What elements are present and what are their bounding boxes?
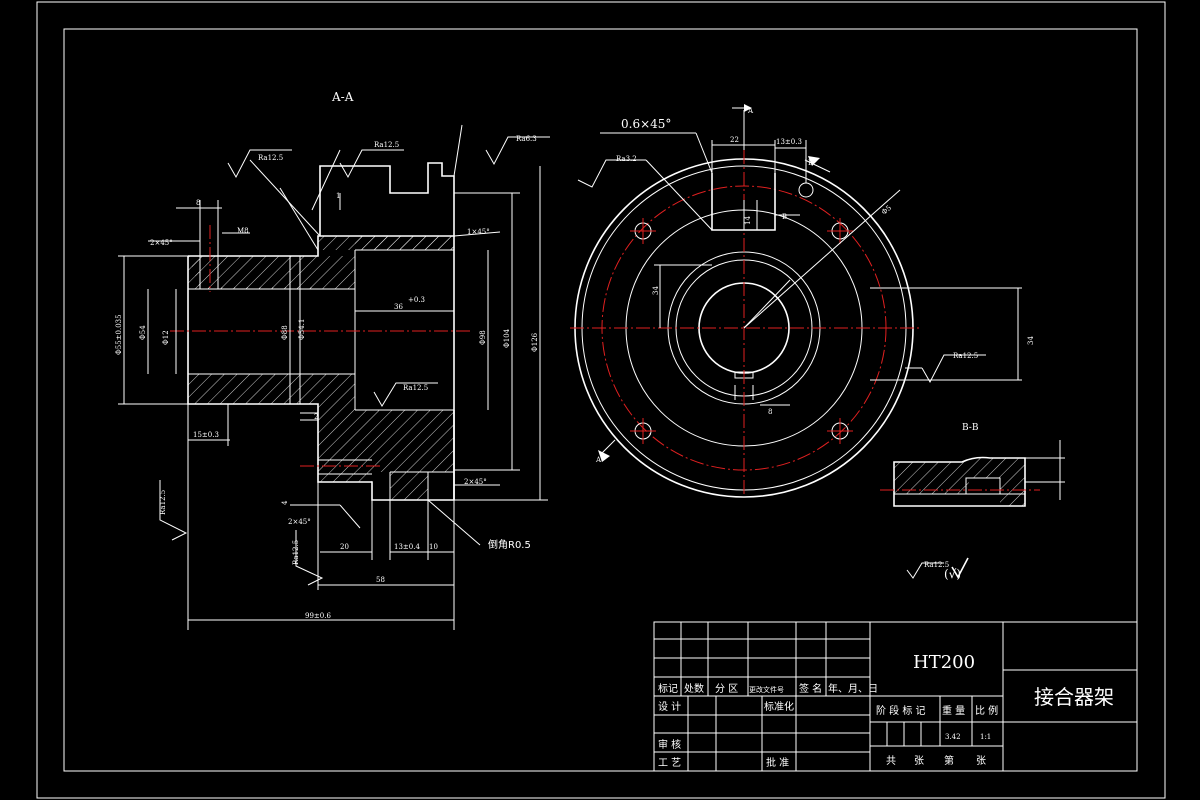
dim-15: 15±0.3 <box>193 431 219 439</box>
dim-overall: 99±0.6 <box>305 612 331 620</box>
dim-phi54b: Φ54.1 <box>298 319 306 340</box>
row-process: 工 艺 <box>658 757 681 769</box>
surface-note-roughness: Ra12.5 <box>924 561 949 569</box>
section-arrow-a-bottom: A <box>595 456 602 464</box>
roughness-5: Ra12.5 <box>159 490 167 515</box>
pin-hole <box>798 182 814 198</box>
outer-frame <box>36 1 1166 799</box>
header-count: 处数 <box>684 682 704 695</box>
dim-4: 4 <box>281 500 289 505</box>
row-design: 设 计 <box>658 700 681 713</box>
sheet-index-label: 第 <box>944 754 954 767</box>
row-review: 审 核 <box>658 738 681 751</box>
section-label-bb: B-B <box>962 423 979 433</box>
sheet-index-unit: 张 <box>976 755 986 767</box>
scale-label: 比 例 <box>975 704 998 717</box>
section-arrow-a-top: A <box>747 107 754 115</box>
header-zone: 分 区 <box>715 683 738 695</box>
roughness-1: Ra12.5 <box>258 154 283 162</box>
row-approve: 批 准 <box>766 756 789 769</box>
roughness-ra32: Ra3.2 <box>616 155 637 163</box>
roughness-4: Ra12.5 <box>403 384 428 392</box>
surface-note-symbol: (√) <box>944 567 961 581</box>
dim-13-right: 13±0.3 <box>776 138 802 146</box>
dim-phi98: Φ98 <box>479 330 487 345</box>
dim-chamfer-top: 2×45° <box>150 239 173 247</box>
dim-14: 14 <box>744 216 752 225</box>
sheet-total-label: 共 <box>886 755 896 767</box>
dim-58: 58 <box>376 576 385 584</box>
dim-chamfer-left: 2×45° <box>288 518 311 526</box>
dim-34b: 34 <box>1027 336 1035 345</box>
sheet-total-unit: 张 <box>914 755 924 767</box>
dim-10: 10 <box>429 543 438 551</box>
hatch-upper <box>188 256 318 289</box>
front-view: 0.6×45° Ra3.2 Ra12.5 22 13±0.3 14 34 34 … <box>570 104 1035 498</box>
hatch-lower <box>188 374 355 404</box>
dim-2: 2 <box>314 413 318 421</box>
section-arrow-b-top: B <box>808 159 813 167</box>
section-view-aa: A-A <box>115 90 550 630</box>
dim-chamfer-1x45: 1×45° <box>467 228 490 236</box>
dim-phi126: Φ126 <box>531 332 539 352</box>
surface-roughness-note: Ra12.5 (√) <box>906 557 969 581</box>
dim-phi54: Φ54 <box>139 325 147 340</box>
chamfer-label: 0.6×45° <box>621 117 671 131</box>
dim-34: 34 <box>652 286 660 295</box>
dim-1: 1 <box>336 192 340 200</box>
header-mark: 标记 <box>658 683 678 695</box>
dim-m8: M8 <box>237 227 249 235</box>
weight-label: 重 量 <box>942 704 965 717</box>
dim-round: 倒角R0.5 <box>488 539 531 551</box>
dim-36-tol: +0.3 <box>408 296 425 304</box>
part-name: 接合器架 <box>1034 685 1114 709</box>
roughness-6: Ra12.5 <box>292 540 300 565</box>
dim-36: 36 <box>394 303 403 311</box>
title-block: HT200 接合器架 标记 处数 分 区 更改文件号 签 名 年、月、日 设 计… <box>653 621 1138 772</box>
roughness-ra125: Ra12.5 <box>953 352 978 360</box>
header-date: 年、月、日 <box>828 682 878 695</box>
section-label-aa: A-A <box>331 90 354 104</box>
dim-22: 22 <box>730 136 739 144</box>
row-standardize: 标准化 <box>764 700 794 713</box>
weight-value: 3.42 <box>945 733 961 741</box>
material-label: HT200 <box>913 652 975 673</box>
dim-8-right: 8 <box>768 408 772 416</box>
dim-20: 20 <box>340 543 349 551</box>
inner-frame <box>63 28 1138 772</box>
header-change-doc: 更改文件号 <box>749 685 784 694</box>
scale-value: 1:1 <box>980 733 991 741</box>
dim-13: 13±0.4 <box>394 543 420 551</box>
roughness-2: Ra12.5 <box>374 141 399 149</box>
section-view-bb: B-B <box>880 423 1065 507</box>
dim-phi88: Φ88 <box>281 325 289 340</box>
section-arrow-b: B <box>782 213 787 221</box>
dim-phi12: Φ12 <box>162 330 170 345</box>
roughness-3: Ra6.3 <box>516 135 537 143</box>
header-sign: 签 名 <box>799 682 822 695</box>
stage-mark-label: 阶 段 标 记 <box>876 704 926 717</box>
dim-phi55: Φ55±0.035 <box>115 314 123 355</box>
dim-phi104: Φ104 <box>503 328 511 348</box>
dim-chamfer-bot: 2×45° <box>464 478 487 486</box>
dim-8: 8 <box>196 199 200 207</box>
